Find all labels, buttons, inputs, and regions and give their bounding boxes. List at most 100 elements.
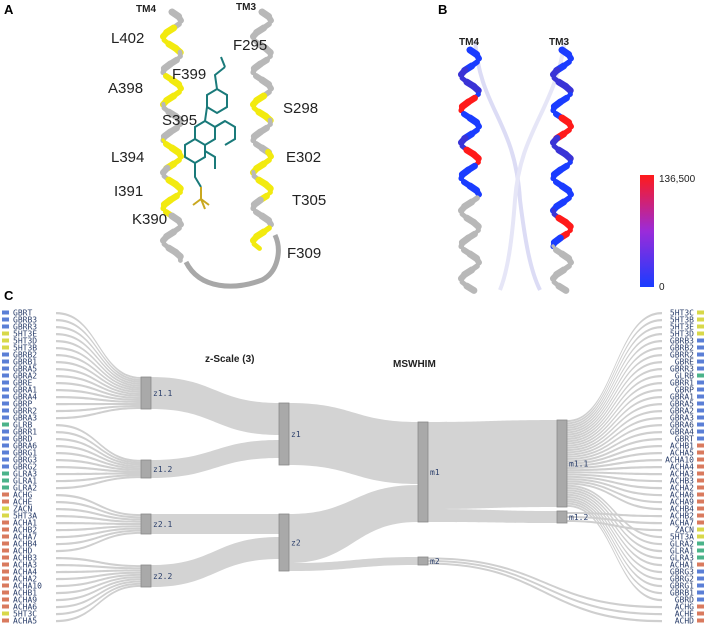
left-subunit-label: GBRA6 bbox=[13, 442, 37, 451]
helix-tm4-b-segment bbox=[463, 282, 478, 294]
helix-tm3-a-segment bbox=[251, 241, 262, 251]
right-subunit-label: GBRD bbox=[675, 596, 694, 605]
subunit-color-marker bbox=[2, 604, 9, 609]
sankey-flow bbox=[567, 389, 662, 447]
sankey-flow bbox=[567, 471, 662, 476]
subunit-color-marker bbox=[2, 471, 9, 476]
sankey-flow bbox=[567, 354, 662, 436]
sankey-flow bbox=[289, 403, 418, 484]
left-subunit-label: GBRA2 bbox=[13, 372, 37, 381]
left-subunit-label: GLRA3 bbox=[13, 470, 37, 479]
subunit-color-marker bbox=[2, 352, 9, 357]
right-subunit-list: 5HT3C5HT3B5HT3E5HT3DGBRB3GBRB2GBRR2GBREG… bbox=[665, 309, 704, 626]
left-subunit-label: GBRA5 bbox=[13, 365, 37, 374]
subunit-color-marker bbox=[697, 352, 704, 357]
subunit-color-marker bbox=[2, 457, 9, 462]
subunit-color-marker bbox=[697, 366, 704, 371]
sankey-flow bbox=[56, 326, 141, 383]
left-subunit-label: GBRB2 bbox=[13, 351, 37, 360]
left-subunit-label: ACHA3 bbox=[13, 561, 37, 570]
sankey-flow bbox=[567, 484, 662, 539]
left-subunit-label: GBRG3 bbox=[13, 456, 37, 465]
sankey-flow bbox=[428, 562, 662, 623]
sankey-node-label: z2.1 bbox=[153, 520, 172, 529]
sankey-flow bbox=[56, 361, 141, 393]
sankey-flow bbox=[56, 531, 141, 553]
sankey-flow bbox=[56, 347, 141, 389]
subunit-color-marker bbox=[697, 590, 704, 595]
sankey-node-label: z1.1 bbox=[153, 389, 172, 398]
right-subunit-label: GBRB3 bbox=[670, 337, 694, 346]
right-subunit-label: ACHA10 bbox=[665, 456, 694, 465]
subunit-color-marker bbox=[2, 401, 9, 406]
sankey-flow bbox=[567, 382, 662, 445]
subunit-color-marker bbox=[697, 534, 704, 539]
res-e302: E302 bbox=[286, 149, 321, 166]
right-subunit-label: ACHB2 bbox=[670, 512, 694, 521]
subunit-color-marker bbox=[697, 401, 704, 406]
sankey-node-m1 bbox=[417, 421, 429, 523]
subunit-color-marker bbox=[2, 513, 9, 518]
sankey-flow bbox=[56, 375, 141, 397]
right-subunit-label: ACHB3 bbox=[670, 477, 694, 486]
sankey-flow bbox=[56, 452, 141, 470]
right-subunit-label: GBRR3 bbox=[670, 365, 694, 374]
subunit-color-marker bbox=[697, 597, 704, 602]
sankey-flow bbox=[56, 340, 141, 387]
left-subunit-label: ACHD bbox=[13, 547, 32, 556]
sankey-flow bbox=[567, 312, 662, 423]
ligand-molecule bbox=[184, 56, 236, 210]
subunit-color-marker bbox=[697, 422, 704, 427]
subunit-color-marker bbox=[697, 373, 704, 378]
res-t305: T305 bbox=[292, 192, 326, 209]
sankey-flow bbox=[56, 476, 141, 490]
sankey-flow bbox=[56, 494, 141, 517]
sankey-flow bbox=[56, 573, 141, 588]
sankey-flow bbox=[567, 368, 662, 440]
subunit-color-marker bbox=[2, 464, 9, 469]
sankey-flow bbox=[289, 557, 418, 571]
sankey-node-m1-1 bbox=[556, 419, 568, 508]
subunit-color-marker bbox=[697, 499, 704, 504]
subunit-color-marker bbox=[697, 520, 704, 525]
sankey-flow bbox=[56, 474, 141, 483]
subunit-color-marker bbox=[697, 310, 704, 315]
sankey-flow bbox=[56, 382, 141, 399]
right-subunit-label: ACHA2 bbox=[670, 484, 694, 493]
right-subunit-label: ACHB4 bbox=[670, 505, 694, 514]
subunit-color-marker bbox=[697, 345, 704, 350]
left-subunit-label: ACHB4 bbox=[13, 540, 37, 549]
sankey-flow bbox=[567, 498, 662, 581]
sankey-node-z2 bbox=[278, 513, 290, 572]
right-subunit-label: ACHA9 bbox=[670, 498, 694, 507]
sankey-flow bbox=[56, 569, 141, 574]
left-subunit-label: GLRA2 bbox=[13, 484, 37, 493]
right-subunit-label: GBRB1 bbox=[670, 589, 694, 598]
right-subunit-label: GBRA3 bbox=[670, 414, 694, 423]
left-subunit-label: GBRE bbox=[13, 379, 32, 388]
tm4-label-a: TM4 bbox=[136, 4, 156, 15]
left-subunit-label: ACHA1 bbox=[13, 519, 37, 528]
left-subunit-label: GBRD bbox=[13, 435, 32, 444]
left-subunit-label: ACHA7 bbox=[13, 533, 37, 542]
right-subunit-label: ACHA6 bbox=[670, 491, 694, 500]
right-subunit-label: GBRB2 bbox=[670, 344, 694, 353]
right-subunit-label: GBRT bbox=[675, 435, 694, 444]
subunit-color-marker bbox=[2, 387, 9, 392]
left-subunit-label: ACHA4 bbox=[13, 568, 37, 577]
subunit-color-marker bbox=[2, 345, 9, 350]
panel-b-structure: TM4 TM3 136,500 0 bbox=[457, 37, 696, 294]
res-s395: S395 bbox=[162, 112, 197, 129]
subunit-color-marker bbox=[2, 583, 9, 588]
subunit-color-marker bbox=[2, 618, 9, 623]
left-subunit-label: ACHE bbox=[13, 498, 32, 507]
sankey-flow bbox=[567, 487, 662, 546]
right-subunit-label: GLRA2 bbox=[670, 540, 694, 549]
sankey-flow bbox=[56, 508, 141, 521]
right-subunit-label: ACHA7 bbox=[670, 519, 694, 528]
sankey-flow bbox=[567, 482, 662, 511]
subunit-color-marker bbox=[697, 569, 704, 574]
sankey-node-label: m1 bbox=[430, 468, 440, 477]
right-subunit-label: ACHB1 bbox=[670, 442, 694, 451]
